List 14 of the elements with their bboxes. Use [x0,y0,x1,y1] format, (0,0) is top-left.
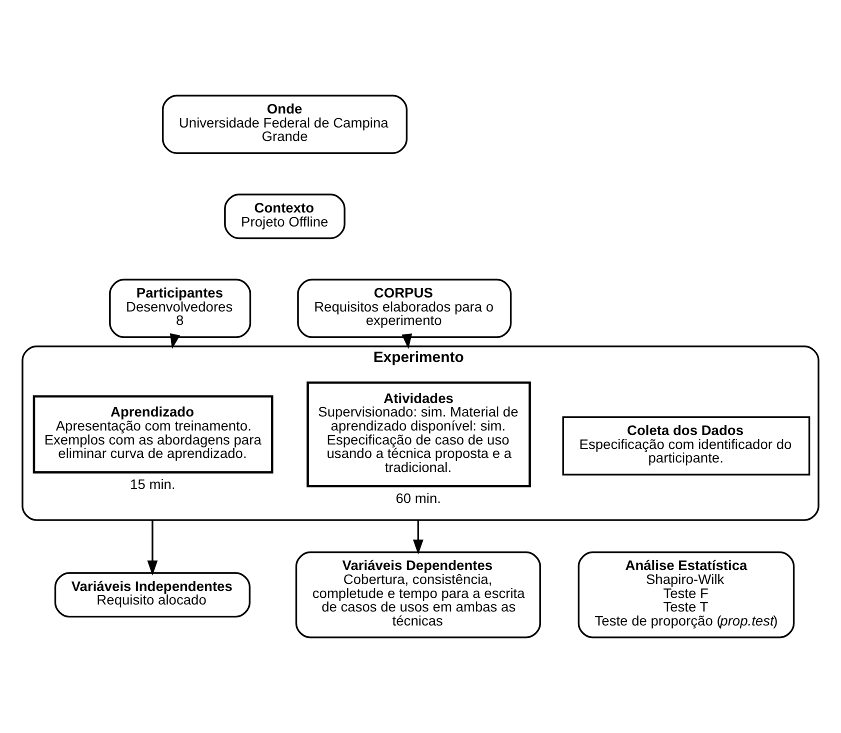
node-box: Coleta dos Dados Especificação com identificador do participante. [562,416,810,476]
node-box: Variáveis Independentes Requisito alocado [54,572,251,618]
node-box: Variáveis Dependentes Cobertura, consistência, completude e tempo para a escrita de casos de usos em ambas as técnicas [295,551,541,638]
arrow [402,334,412,349]
node-box: Análise Estatística Shapiro-Wilk Teste F Teste T Teste de proporção (prop.test) [578,551,795,638]
arrow [147,520,158,576]
node-box: Aprendizado Apresentação com treinamento. Exemplos com as abordagens para eliminar curva de aprendizado. [32,395,274,474]
arrow [170,333,180,349]
node-box: Onde Universidade Federal de Campina Grande [162,94,408,154]
node-label: 60 min. [396,490,442,506]
arrow [412,520,424,555]
node-label: 15 min. [130,477,176,492]
node-box: Contexto Projeto Offline [224,194,346,240]
node-box: Atividades Supervisionado: sim. Material de aprendizado disponível: sim. Especificação de caso de uso usando a técnica proposta e a tradicional. [306,381,531,488]
